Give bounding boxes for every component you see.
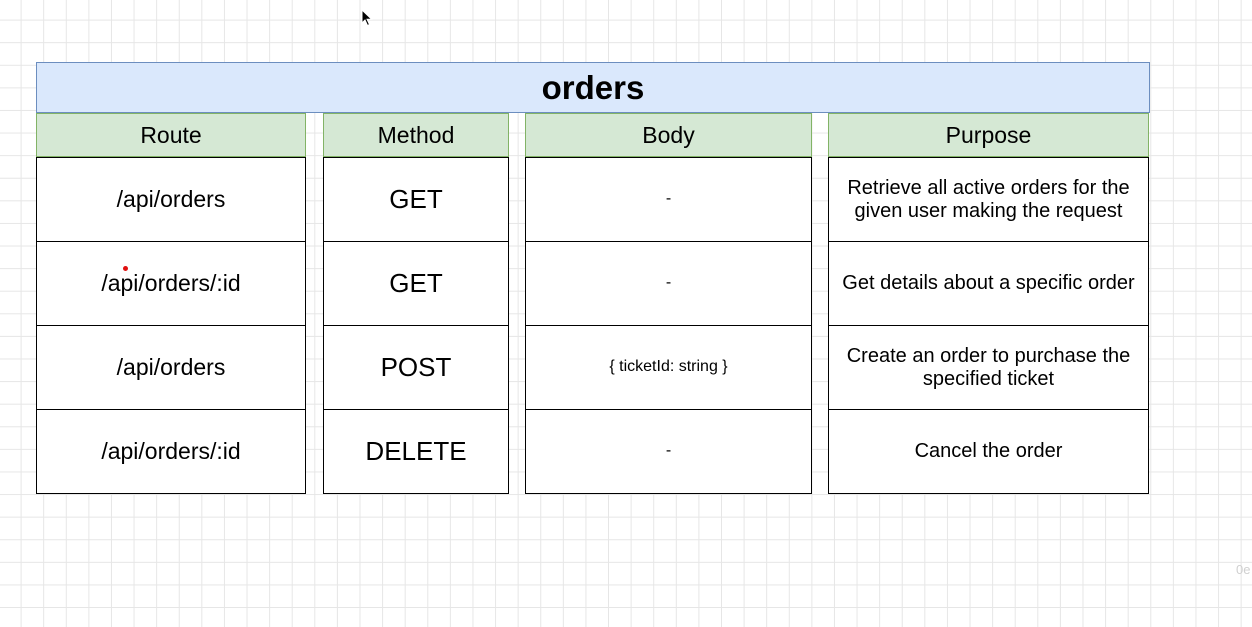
table-cell: /api/orders/:id [36,410,306,494]
column-header-method: Method [323,113,509,157]
table-cell: /api/orders/:id [36,242,306,326]
table-cell: GET [323,157,509,242]
edge-label: 0e [1236,562,1251,577]
table-cell: Retrieve all active orders for the given… [828,157,1149,242]
table-cell: /api/orders [36,157,306,242]
column-purpose: Purpose Retrieve all active orders for t… [828,113,1149,494]
table-cell: Create an order to purchase the specifie… [828,326,1149,410]
table-cell: POST [323,326,509,410]
column-method: Method GET GET POST DELETE [323,113,509,494]
table-cell: - [525,242,812,326]
column-header-purpose: Purpose [828,113,1149,157]
table-cell: DELETE [323,410,509,494]
table-cell: /api/orders [36,326,306,410]
column-header-body: Body [525,113,812,157]
table-cell: - [525,157,812,242]
table-cell: { ticketId: string } [525,326,812,410]
table-title: orders [36,62,1150,113]
table-cell: GET [323,242,509,326]
column-route: Route /api/orders /api/orders/:id /api/o… [36,113,306,494]
table-cell: Get details about a specific order [828,242,1149,326]
column-header-route: Route [36,113,306,157]
column-body: Body - - { ticketId: string } - [525,113,812,494]
mouse-cursor-icon [361,9,373,27]
table-cell: Cancel the order [828,410,1149,494]
table-cell: - [525,410,812,494]
pointer-dot [123,266,128,271]
